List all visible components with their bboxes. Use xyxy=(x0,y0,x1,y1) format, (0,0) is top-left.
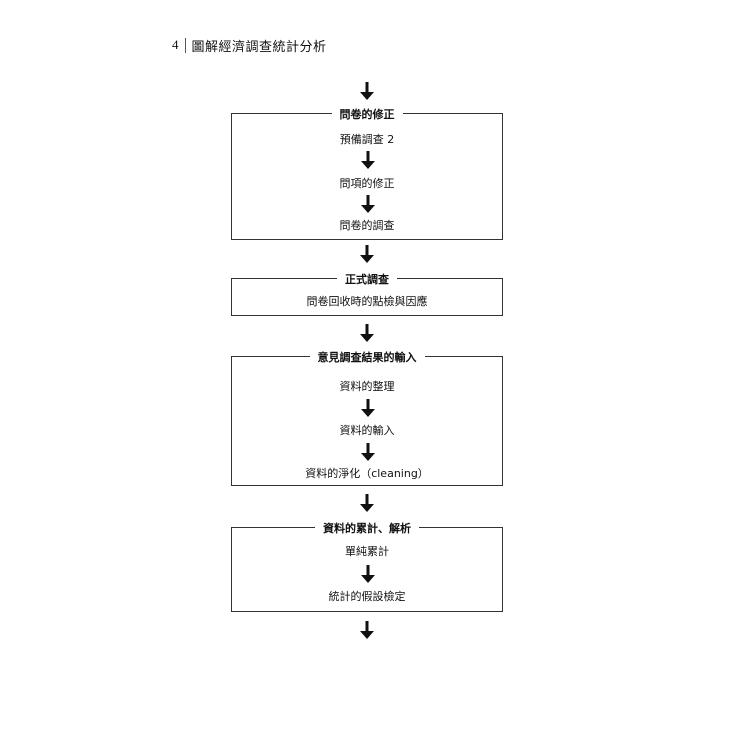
flow-step-text: 預備調查 2 xyxy=(339,133,395,146)
box-title-text: 問卷的修正 xyxy=(331,108,403,121)
box-title-text: 資料的累計、解析 xyxy=(315,522,419,535)
page-header: 4 圖解經濟調查統計分析 xyxy=(172,36,327,55)
flow-step: 資料的輸入 xyxy=(232,424,502,438)
arrow-down-icon xyxy=(360,621,374,639)
flow-step-text: 資料的淨化（cleaning） xyxy=(305,467,429,480)
flow-box-aggregation-analysis: 資料的累計、解析 單純累計 統計的假設檢定 xyxy=(231,522,503,612)
arrow-down-icon xyxy=(361,565,375,583)
box-title: 資料的累計、解析 xyxy=(232,519,502,537)
book-title: 圖解經濟調查統計分析 xyxy=(191,39,327,55)
flow-step: 統計的假設檢定 xyxy=(232,590,502,604)
arrow-down-icon xyxy=(360,245,374,263)
flow-step: 預備調查 2 xyxy=(232,133,502,147)
arrow-down-icon xyxy=(361,443,375,461)
flow-step: 問卷回收時的點檢與因應 xyxy=(232,295,502,309)
arrow-down-icon xyxy=(360,324,374,342)
arrow-down-icon xyxy=(360,82,374,100)
box-title-text: 意見調查結果的輸入 xyxy=(309,351,425,364)
flow-step: 資料的淨化（cleaning） xyxy=(232,467,502,481)
flow-box-questionnaire-revision: 問卷的修正 預備調查 2 問項的修正 問卷的調查 xyxy=(231,108,503,240)
box-title: 意見調查結果的輸入 xyxy=(232,348,502,366)
flow-step: 資料的整理 xyxy=(232,380,502,394)
flow-step-text: 問項的修正 xyxy=(339,177,395,190)
arrow-down-icon xyxy=(361,151,375,169)
arrow-down-icon xyxy=(360,494,374,512)
flow-step-text: 資料的整理 xyxy=(339,380,395,393)
arrow-down-icon xyxy=(361,399,375,417)
flow-step-text: 資料的輸入 xyxy=(339,424,395,437)
box-title-text: 正式調查 xyxy=(337,273,397,286)
header-divider xyxy=(184,37,186,53)
box-title: 正式調查 xyxy=(232,270,502,288)
box-title: 問卷的修正 xyxy=(232,105,502,123)
flow-step-text: 問卷回收時的點檢與因應 xyxy=(306,295,428,308)
flow-step-text: 問卷的調查 xyxy=(339,219,395,232)
flow-box-data-entry: 意見調查結果的輸入 資料的整理 資料的輸入 資料的淨化（cleaning） xyxy=(231,351,503,486)
page-number: 4 xyxy=(172,37,179,52)
flow-step: 單純累計 xyxy=(232,545,502,559)
flow-step: 問卷的調查 xyxy=(232,219,502,233)
flow-box-formal-survey: 正式調查 問卷回收時的點檢與因應 xyxy=(231,273,503,316)
flow-step: 問項的修正 xyxy=(232,177,502,191)
flow-step-text: 統計的假設檢定 xyxy=(328,590,406,603)
flow-step-text: 單純累計 xyxy=(345,545,389,558)
arrow-down-icon xyxy=(361,195,375,213)
